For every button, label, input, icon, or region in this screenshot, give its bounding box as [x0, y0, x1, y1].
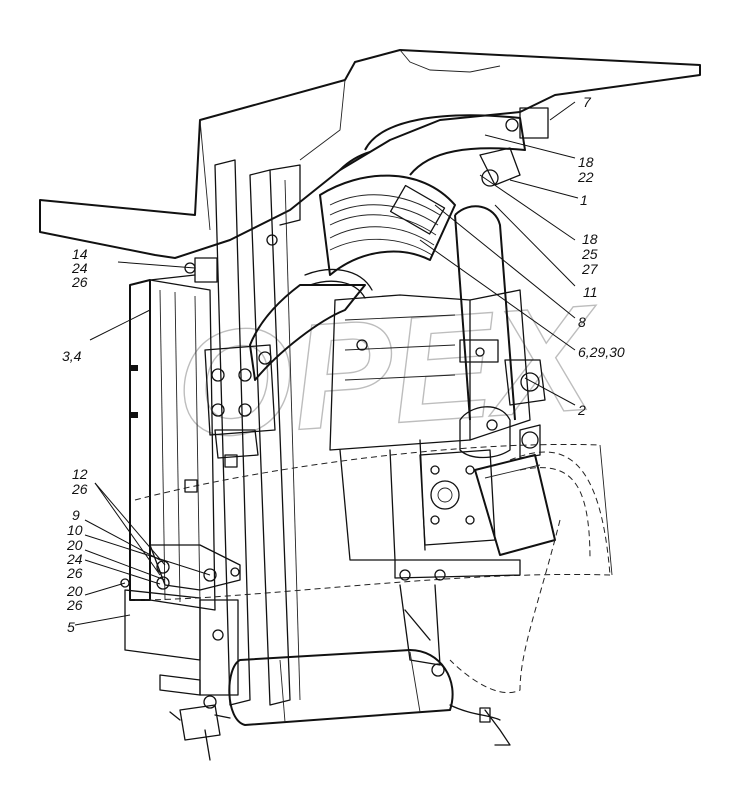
leader-lines	[74, 101, 579, 626]
bottom-tank	[228, 649, 511, 746]
callout-26a: 26	[71, 274, 88, 290]
callout-20a: 20	[66, 537, 83, 553]
callouts: 7 18 22 1 18 25 27 11 8 6,29,30 2 14 24 …	[62, 94, 625, 635]
bracket-14	[149, 257, 218, 283]
valve-assembly	[159, 599, 239, 761]
callout-2: 2	[577, 402, 586, 418]
callout-27: 27	[581, 261, 599, 277]
callout-5: 5	[67, 619, 75, 635]
callout-26d: 26	[66, 597, 83, 613]
callout-26b: 26	[71, 481, 88, 497]
callout-12: 12	[72, 466, 88, 482]
callout-18a: 18	[578, 154, 594, 170]
frame-crossmember	[134, 443, 613, 694]
callout-9: 9	[72, 507, 80, 523]
callout-25: 25	[581, 246, 598, 262]
callout-10: 10	[67, 522, 83, 538]
callout-18b: 18	[582, 231, 598, 247]
callout-20b: 20	[66, 583, 83, 599]
exhaust-tube	[474, 451, 611, 576]
callout-24b: 24	[66, 551, 83, 567]
callout-24a: 24	[71, 260, 88, 276]
left-bracket	[204, 344, 276, 468]
clamp-7	[479, 107, 549, 187]
callout-1: 1	[580, 192, 588, 208]
air-intake-pipe	[249, 114, 526, 381]
callout-14: 14	[72, 246, 88, 262]
callout-7: 7	[583, 94, 592, 110]
support-posts	[214, 159, 301, 706]
linkage-9-10-20	[120, 479, 241, 591]
callout-26c: 26	[66, 565, 83, 581]
right-pipe	[454, 205, 546, 459]
callout-8: 8	[578, 314, 586, 330]
callout-3-4: 3,4	[62, 348, 82, 364]
engine-block	[329, 289, 531, 561]
callout-22: 22	[577, 169, 594, 185]
callout-6-29-30: 6,29,30	[578, 344, 625, 360]
lower-mount-bracket	[394, 559, 521, 677]
callout-11: 11	[583, 284, 598, 300]
